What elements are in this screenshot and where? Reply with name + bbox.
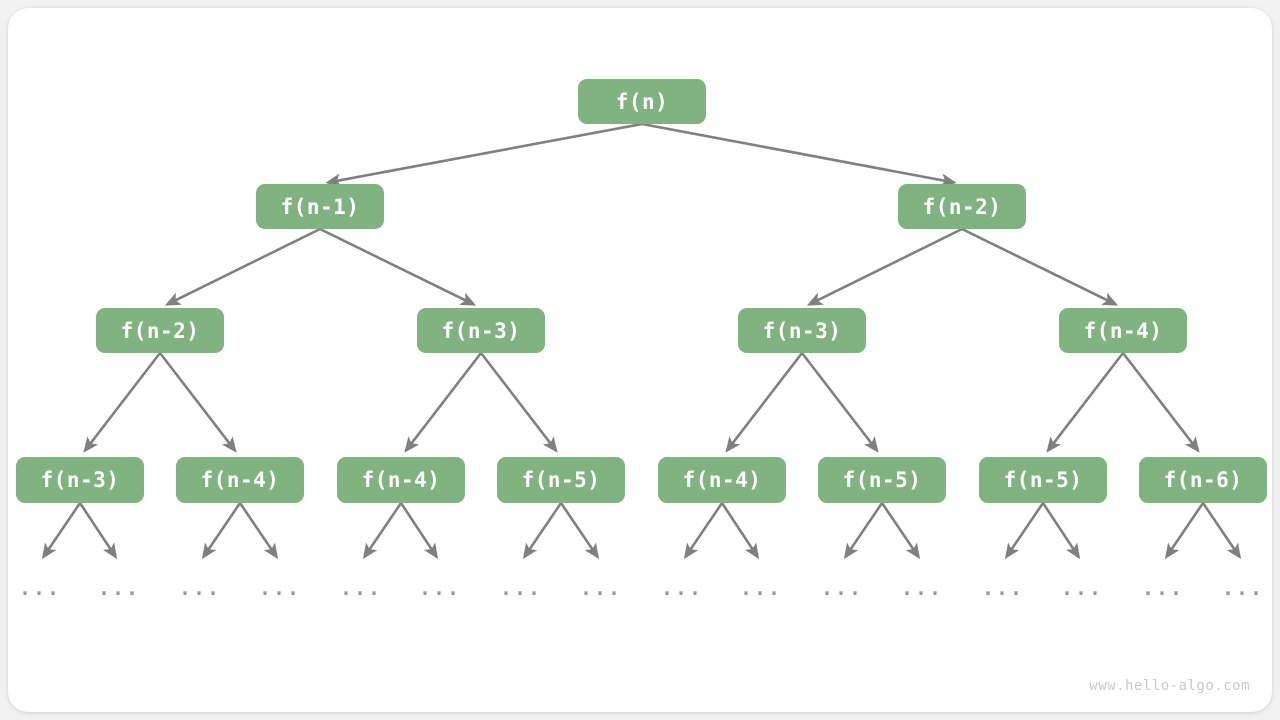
tree-node-label: f(n-4)	[361, 468, 441, 492]
tree-leaf-edge-11	[880, 502, 921, 560]
tree-node-label: f(n-3)	[40, 468, 120, 492]
tree-edge-n4-to-n10	[479, 352, 558, 453]
tree-node-n5: f(n-3)	[738, 308, 866, 353]
tree-node-label: f(n-5)	[842, 468, 922, 492]
tree-leaf-edge-0	[41, 502, 82, 560]
tree-leaf-edge-9	[720, 502, 760, 560]
tree-ellipsis-13: ...	[1060, 576, 1104, 600]
tree-node-n10: f(n-5)	[497, 457, 625, 503]
tree-leaf-edge-5	[399, 502, 439, 560]
tree-node-label: f(n)	[615, 89, 669, 114]
tree-node-n9: f(n-4)	[337, 457, 465, 503]
diagram-card: f(n) f(n-1) f(n-2) f(n-2) f(n-3) f(n-3) f(n-4)…	[8, 8, 1272, 712]
tree-edge-n0-to-n1	[325, 122, 643, 187]
tree-edge-n2-to-n5	[806, 227, 963, 306]
diagram-stage: f(n) f(n-1) f(n-2) f(n-2) f(n-3) f(n-3) f(n-4)…	[8, 8, 1272, 712]
tree-edge-n1-to-n3	[164, 227, 321, 306]
tree-ellipsis-1: ...	[97, 576, 141, 600]
tree-edge-n3-to-n7	[83, 352, 162, 453]
tree-edge-n3-to-n8	[158, 352, 237, 453]
tree-node-label: f(n-5)	[521, 468, 601, 492]
tree-leaf-edge-14	[1164, 502, 1205, 560]
tree-ellipsis-10: ...	[820, 576, 864, 600]
tree-edge-n1-to-n4	[319, 227, 477, 306]
tree-edge-n5-to-n11	[725, 352, 804, 453]
tree-ellipsis-8: ...	[660, 576, 704, 600]
tree-node-label: f(n-4)	[682, 468, 762, 492]
tree-node-n8: f(n-4)	[176, 457, 304, 503]
tree-leaf-edge-13	[1041, 502, 1081, 560]
tree-node-label: f(n-6)	[1163, 468, 1243, 492]
tree-ellipsis-12: ...	[981, 576, 1025, 600]
tree-ellipsis-0: ...	[18, 576, 62, 600]
tree-ellipsis-11: ...	[900, 576, 944, 600]
tree-node-label: f(n-4)	[200, 468, 280, 492]
tree-edge-n4-to-n9	[404, 352, 483, 453]
tree-leaf-edge-7	[559, 502, 600, 560]
tree-edge-n0-to-n2	[641, 122, 957, 187]
tree-edge-n6-to-n13	[1046, 352, 1125, 453]
tree-node-n7: f(n-3)	[16, 457, 144, 503]
tree-edge-n6-to-n14	[1121, 352, 1200, 453]
tree-leaf-edge-2	[201, 502, 242, 560]
tree-ellipsis-9: ...	[739, 576, 783, 600]
tree-node-n3: f(n-2)	[96, 308, 224, 353]
tree-node-label: f(n-2)	[120, 318, 200, 343]
tree-node-n11: f(n-4)	[658, 457, 786, 503]
tree-edge-n5-to-n12	[800, 352, 879, 453]
tree-leaf-edge-8	[683, 502, 724, 560]
tree-leaf-edge-3	[238, 502, 279, 560]
tree-ellipsis-6: ...	[499, 576, 543, 600]
tree-ellipsis-5: ...	[418, 576, 462, 600]
tree-leaf-edge-1	[78, 502, 118, 560]
tree-ellipsis-14: ...	[1141, 576, 1185, 600]
tree-node-n1: f(n-1)	[256, 184, 384, 229]
tree-node-n6: f(n-4)	[1059, 308, 1187, 353]
tree-leaf-edge-4	[362, 502, 403, 560]
tree-node-n12: f(n-5)	[818, 457, 946, 503]
tree-ellipsis-2: ...	[178, 576, 222, 600]
tree-node-n2: f(n-2)	[898, 184, 1026, 229]
tree-leaf-edge-6	[522, 502, 563, 560]
tree-leaf-edge-15	[1201, 502, 1242, 560]
tree-node-label: f(n-1)	[280, 194, 360, 219]
tree-ellipsis-4: ...	[339, 576, 383, 600]
tree-node-label: f(n-5)	[1003, 468, 1083, 492]
tree-node-label: f(n-3)	[762, 318, 842, 343]
tree-leaf-edge-12	[1004, 502, 1045, 560]
tree-node-n0: f(n)	[578, 79, 706, 124]
tree-node-label: f(n-2)	[922, 194, 1002, 219]
tree-ellipsis-3: ...	[258, 576, 302, 600]
tree-node-n14: f(n-6)	[1139, 457, 1267, 503]
tree-ellipsis-7: ...	[579, 576, 623, 600]
tree-node-n4: f(n-3)	[417, 308, 545, 353]
tree-ellipsis-15: ...	[1221, 576, 1265, 600]
tree-edge-n2-to-n6	[961, 227, 1119, 306]
tree-node-n13: f(n-5)	[979, 457, 1107, 503]
tree-node-label: f(n-4)	[1083, 318, 1163, 343]
tree-node-label: f(n-3)	[441, 318, 521, 343]
tree-leaf-edge-10	[843, 502, 884, 560]
watermark: www.hello-algo.com	[1089, 678, 1250, 694]
